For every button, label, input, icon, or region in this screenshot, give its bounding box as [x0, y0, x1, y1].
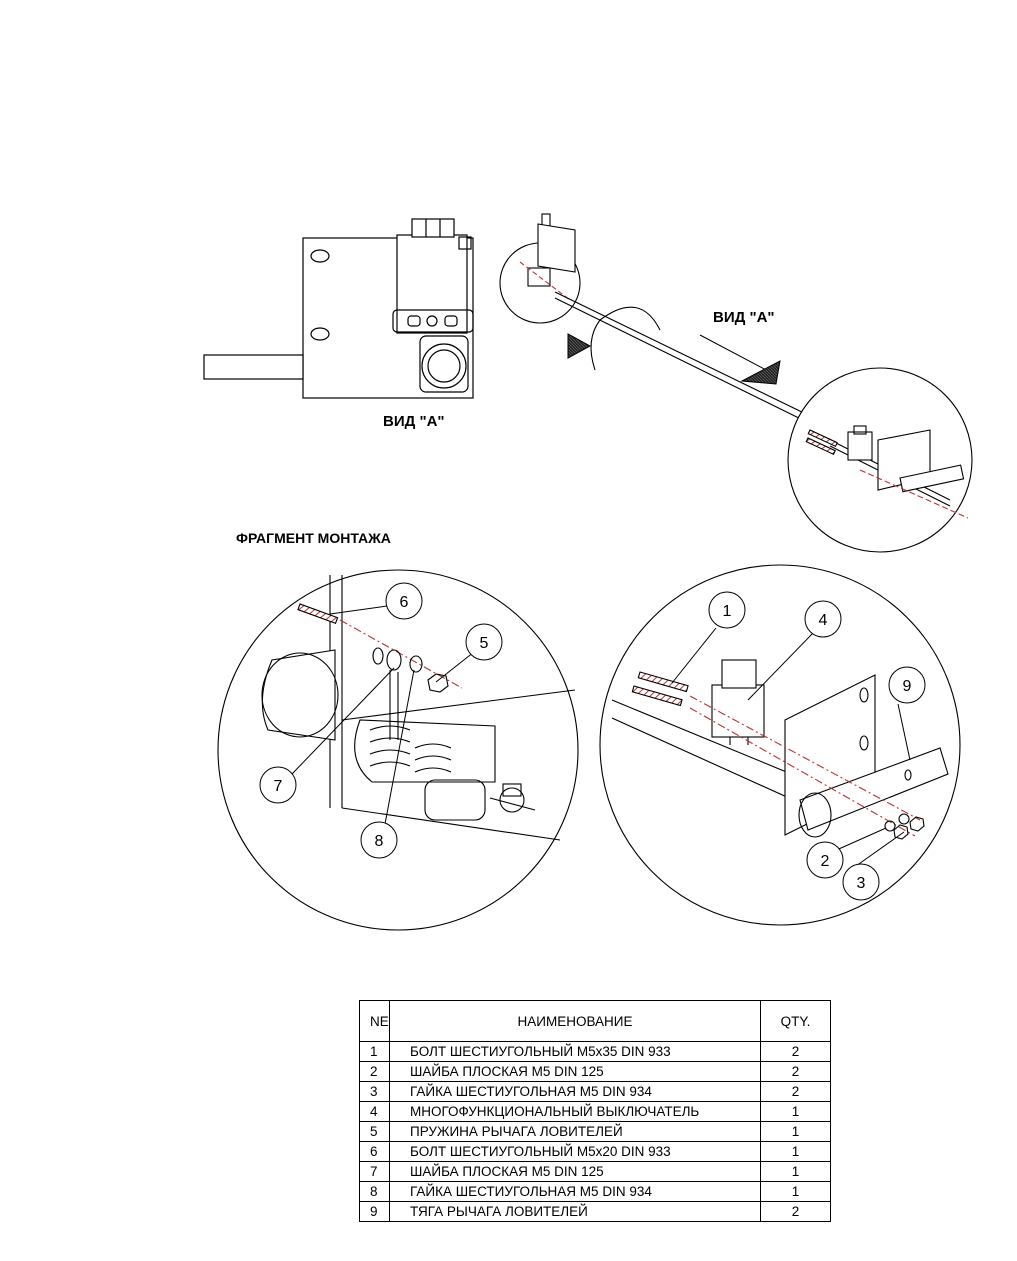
row-name: ШАЙБА ПЛОСКАЯ M5 DIN 125: [389, 1061, 761, 1082]
svg-text:1: 1: [723, 603, 732, 620]
callout-2: 2: [806, 841, 844, 879]
row-name: ТЯГА РЫЧАГА ЛОВИТЕЛЕЙ: [389, 1201, 761, 1222]
row-qty: 2: [760, 1061, 831, 1082]
row-num: 9: [359, 1201, 390, 1222]
svg-text:3: 3: [857, 875, 866, 892]
svg-text:5: 5: [480, 635, 489, 652]
view-a-drawing: [203, 218, 474, 399]
row-num: 5: [359, 1121, 390, 1142]
row-qty: 2: [760, 1081, 831, 1102]
table-row: 2 ШАЙБА ПЛОСКАЯ M5 DIN 125 2: [359, 1061, 831, 1082]
view-a-label-right: ВИД "А": [713, 309, 775, 326]
direction-arrow: [567, 333, 781, 385]
table-row: 4 МНОГОФУНКЦИОНАЛЬНЫЙ ВЫКЛЮЧАТЕЛЬ 1: [359, 1101, 831, 1122]
header-qty: QTY.: [760, 1000, 831, 1042]
table-row: 8 ГАЙКА ШЕСТИУГОЛЬНАЯ M5 DIN 934 1: [359, 1181, 831, 1202]
row-num: 8: [359, 1181, 390, 1202]
detail-right-drawing: [599, 564, 961, 926]
callout-leaders: [291, 605, 911, 867]
row-qty: 2: [760, 1041, 831, 1062]
row-qty: 1: [760, 1181, 831, 1202]
parts-table: NE НАИМЕНОВАНИЕ QTY. 1 БОЛТ ШЕСТИУГОЛЬНЫ…: [359, 1000, 831, 1222]
row-name: ШАЙБА ПЛОСКАЯ M5 DIN 125: [389, 1161, 761, 1182]
row-qty: 2: [760, 1201, 831, 1222]
row-name: МНОГОФУНКЦИОНАЛЬНЫЙ ВЫКЛЮЧАТЕЛЬ: [389, 1101, 761, 1122]
svg-text:6: 6: [400, 594, 409, 611]
callout-7: 7: [259, 766, 297, 804]
row-qty: 1: [760, 1161, 831, 1182]
table-row: 3 ГАЙКА ШЕСТИУГОЛЬНАЯ M5 DIN 934 2: [359, 1081, 831, 1102]
callout-3: 3: [842, 863, 880, 901]
fragment-title: ФРАГМЕНТ МОНТАЖА: [236, 530, 391, 546]
svg-text:7: 7: [274, 778, 283, 795]
callout-4: 4: [804, 600, 842, 638]
row-num: 6: [359, 1141, 390, 1162]
table-row: 7 ШАЙБА ПЛОСКАЯ M5 DIN 125 1: [359, 1161, 831, 1182]
header-num: NE: [359, 1000, 390, 1042]
svg-text:9: 9: [903, 678, 912, 695]
table-row: 1 БОЛТ ШЕСТИУГОЛЬНЫЙ M5x35 DIN 933 2: [359, 1041, 831, 1062]
callout-9: 9: [888, 666, 926, 704]
svg-text:2: 2: [821, 853, 830, 870]
row-name: ГАЙКА ШЕСТИУГОЛЬНАЯ M5 DIN 934: [389, 1181, 761, 1202]
row-num: 3: [359, 1081, 390, 1102]
row-qty: 1: [760, 1121, 831, 1142]
row-num: 2: [359, 1061, 390, 1082]
table-row: 5 ПРУЖИНА РЫЧАГА ЛОВИТЕЛЕЙ 1: [359, 1121, 831, 1142]
callout-1: 1: [708, 591, 746, 629]
row-num: 1: [359, 1041, 390, 1062]
callout-8: 8: [360, 821, 398, 859]
row-name: БОЛТ ШЕСТИУГОЛЬНЫЙ M5x20 DIN 933: [389, 1141, 761, 1162]
row-name: БОЛТ ШЕСТИУГОЛЬНЫЙ M5x35 DIN 933: [389, 1041, 761, 1062]
view-a-label-left: ВИД "А": [383, 413, 445, 430]
row-num: 7: [359, 1161, 390, 1182]
row-name: ПРУЖИНА РЫЧАГА ЛОВИТЕЛЕЙ: [389, 1121, 761, 1142]
callout-6: 6: [385, 582, 423, 620]
row-qty: 1: [760, 1141, 831, 1162]
table-row: 6 БОЛТ ШЕСТИУГОЛЬНЫЙ M5x20 DIN 933 1: [359, 1141, 831, 1162]
table-header-row: NE НАИМЕНОВАНИЕ QTY.: [359, 1000, 831, 1042]
callout-5: 5: [465, 623, 503, 661]
rod-overview-drawing: [499, 213, 973, 553]
svg-text:8: 8: [375, 833, 384, 850]
row-num: 4: [359, 1101, 390, 1122]
header-name: НАИМЕНОВАНИЕ: [389, 1000, 761, 1042]
row-qty: 1: [760, 1101, 831, 1122]
svg-text:4: 4: [819, 612, 828, 629]
table-row: 9 ТЯГА РЫЧАГА ЛОВИТЕЛЕЙ 2: [359, 1201, 831, 1222]
detail-left-drawing: [217, 569, 579, 931]
row-name: ГАЙКА ШЕСТИУГОЛЬНАЯ M5 DIN 934: [389, 1081, 761, 1102]
